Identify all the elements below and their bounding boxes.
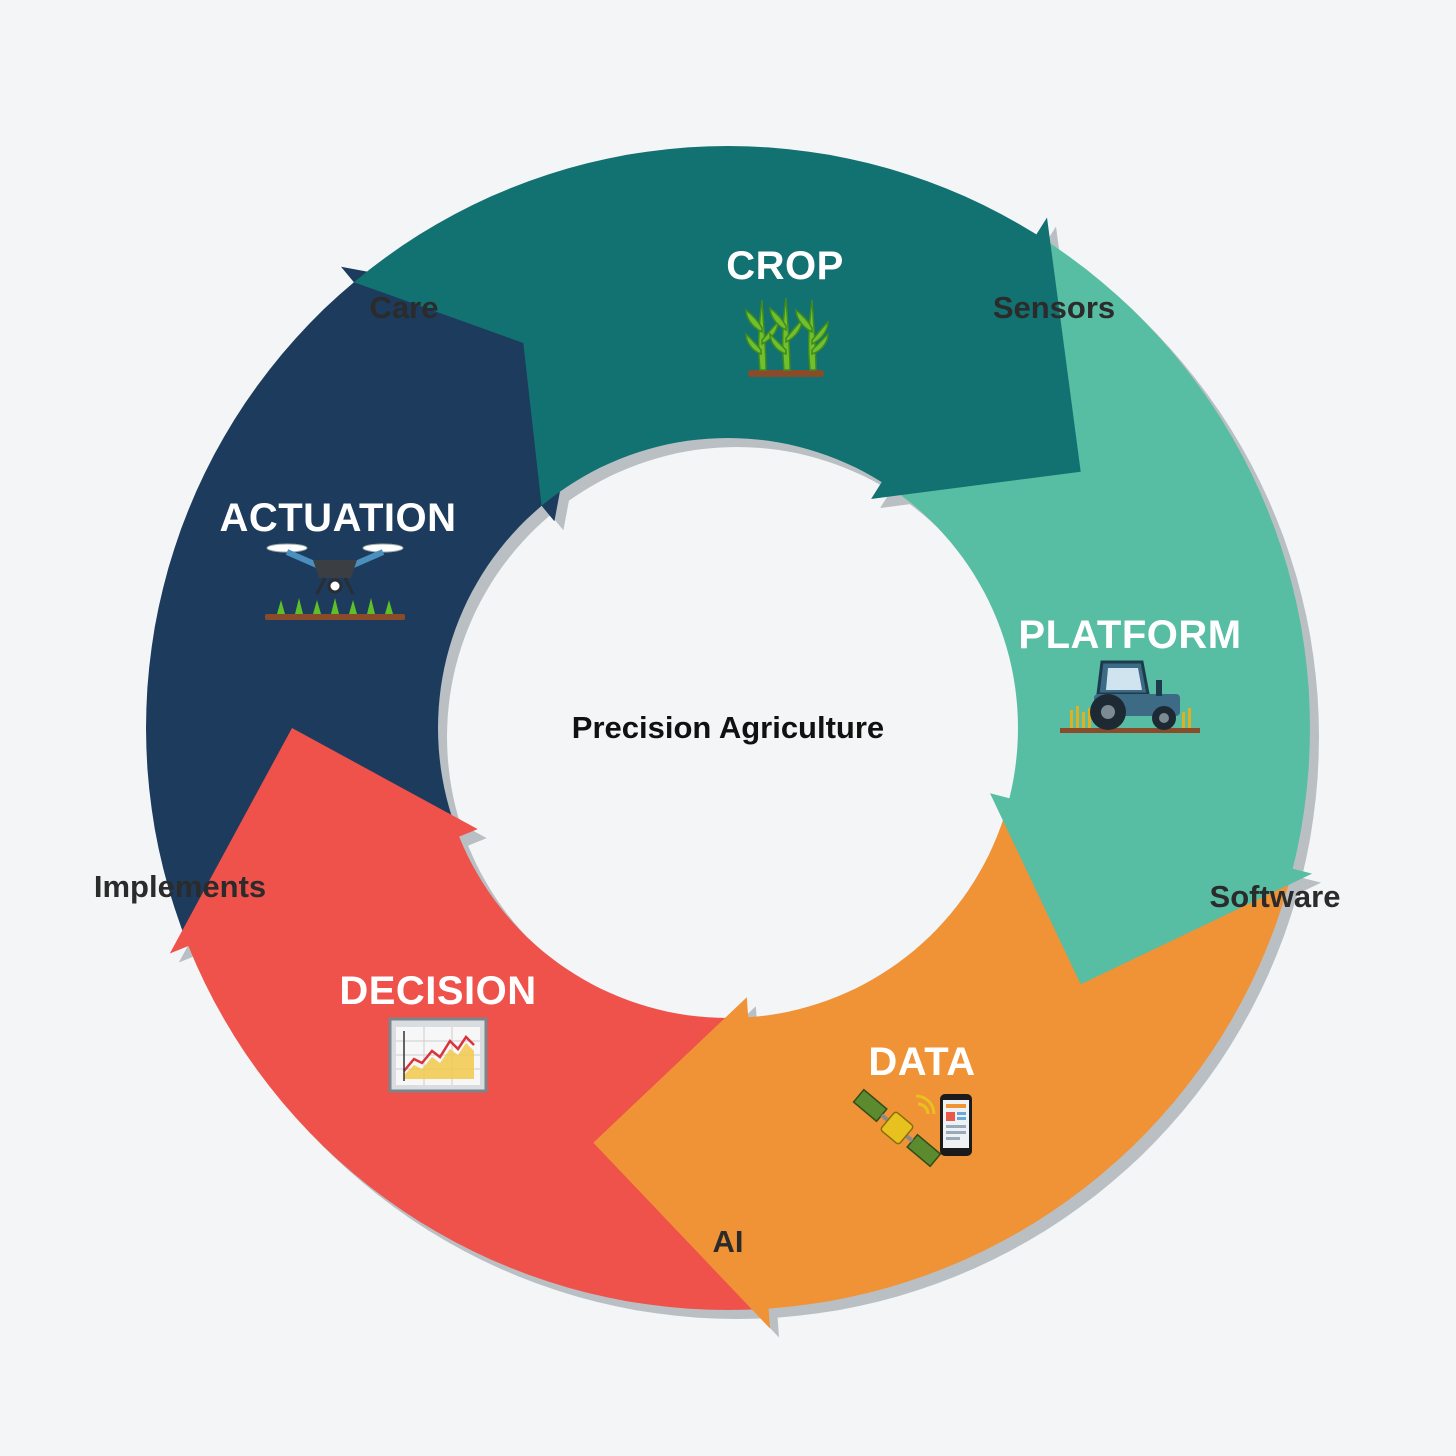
crop-arrow xyxy=(353,146,1081,506)
data-label: DATA xyxy=(868,1040,975,1084)
connector-label-implements: Implements xyxy=(94,869,266,904)
chart-board-icon xyxy=(388,1017,488,1093)
platform-label: PLATFORM xyxy=(1018,613,1241,657)
crop-label: CROP xyxy=(726,244,844,288)
connector-label-care: Care xyxy=(370,290,439,325)
connector-label-sensors: Sensors xyxy=(993,290,1115,325)
actuation-label: ACTUATION xyxy=(219,496,456,540)
connector-label-ai: AI xyxy=(713,1224,744,1259)
decision-label: DECISION xyxy=(339,969,536,1013)
platform-arrow xyxy=(881,234,1313,985)
segment-arrows xyxy=(146,146,1313,1329)
center-hub xyxy=(506,506,950,950)
center-title: Precision Agriculture xyxy=(572,710,884,745)
connector-label-software: Software xyxy=(1210,879,1341,914)
